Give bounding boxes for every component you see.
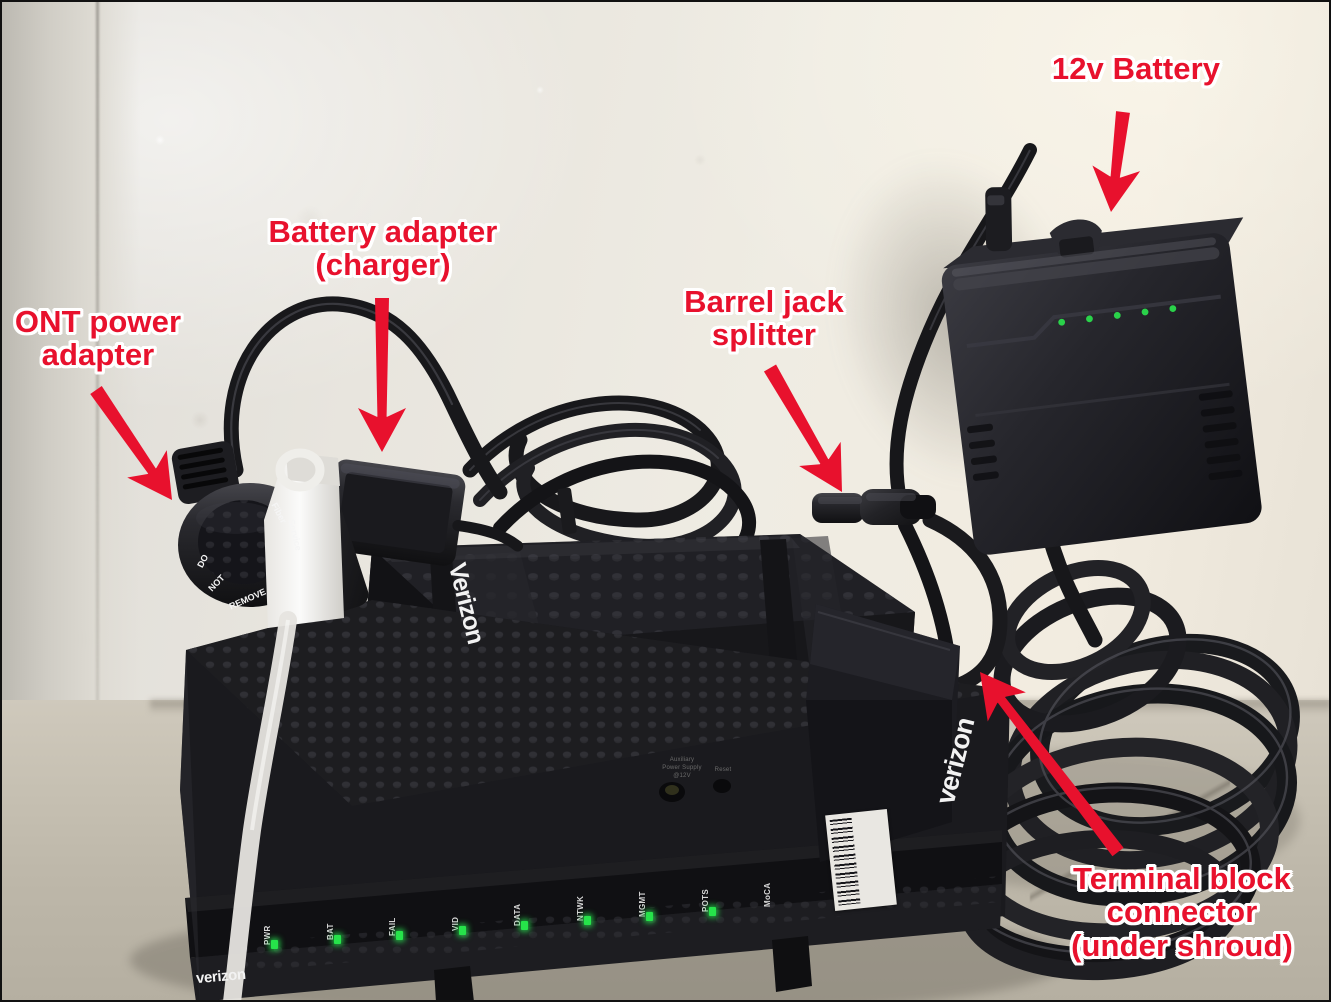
- arrow-12v-battery: [1092, 111, 1141, 212]
- wall-corner-edge: [96, 0, 99, 760]
- ont-led-data: [521, 921, 528, 930]
- callout-battery-adapter-charger: Battery adapter (charger): [268, 214, 498, 283]
- ont-led-pwr: [271, 940, 278, 949]
- arrow-ont-power-adapter: [90, 386, 172, 500]
- ont-led-fail: [396, 930, 403, 940]
- callout-12v-battery: 12v Battery: [1051, 51, 1221, 86]
- arrow-barrel-jack-splitter: [763, 364, 843, 493]
- arrow-battery-adapter-charger: [358, 298, 406, 452]
- arrow-terminal-block-connector: [979, 671, 1124, 857]
- ont-led-bat: [333, 935, 341, 945]
- ont-led-pots: [708, 906, 716, 916]
- ont-led-ntwk: [583, 916, 591, 926]
- router-aux-power-label: Auxiliary Power Supply @12V: [662, 757, 702, 780]
- callout-ont-power-adapter: ONT power adapter: [14, 304, 182, 373]
- router-reset-label: Reset: [714, 767, 732, 773]
- ont-led-mgmt: [646, 911, 653, 921]
- callout-terminal-block-connector: Terminal block connector (under shroud): [1071, 861, 1293, 963]
- ont-led-label-moca: MoCA: [763, 882, 772, 907]
- callout-barrel-jack-splitter: Barrel jack splitter: [684, 284, 844, 353]
- barcode-sticker: [825, 809, 897, 911]
- ont-led-vid: [458, 925, 466, 935]
